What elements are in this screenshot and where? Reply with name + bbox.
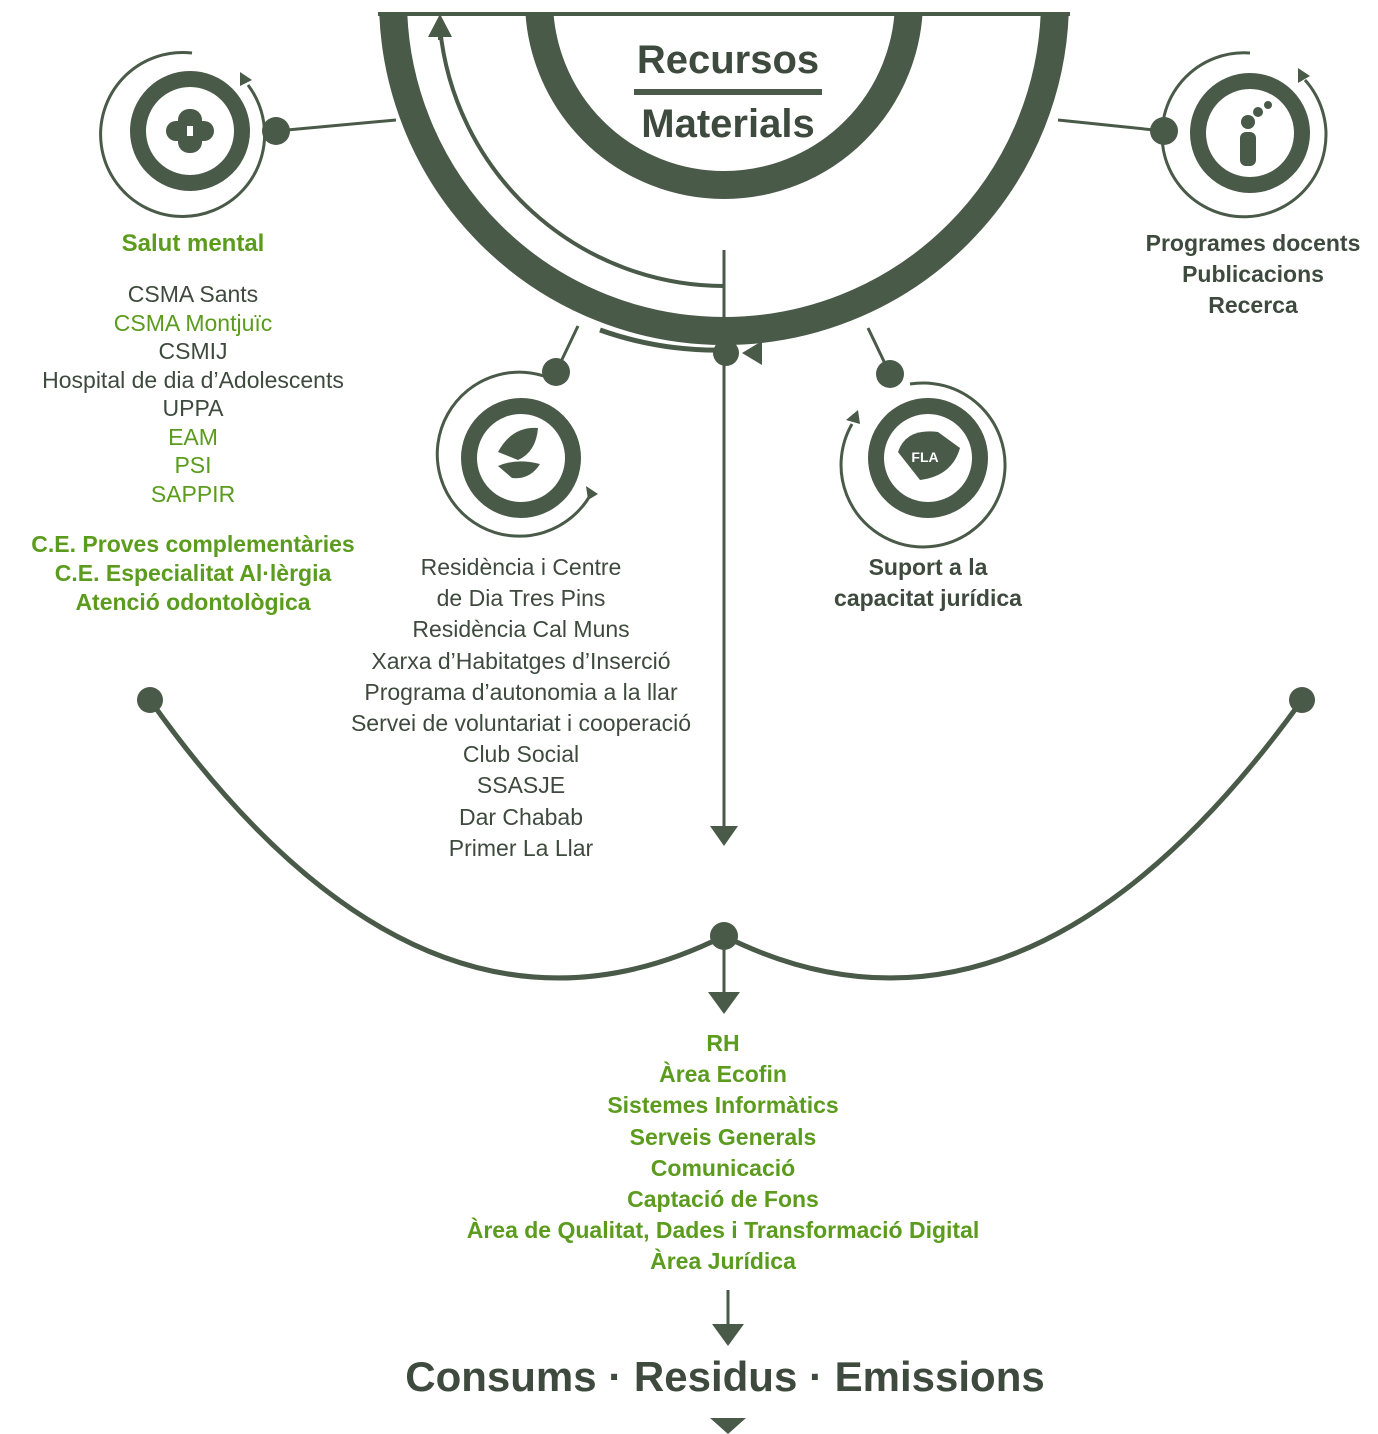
connector-dot: [1150, 117, 1178, 145]
suport-list: Suport a la capacitat jurídica: [790, 552, 1066, 614]
salut-service-item: SAPPIR: [150, 480, 236, 507]
up-arrow-icon: [428, 14, 452, 37]
connector-salut: [275, 118, 397, 133]
area-item: Sistemes Informàtics: [607, 1092, 839, 1119]
arc-end-dot-left: [137, 687, 163, 713]
programes-item: Publicacions: [1182, 261, 1324, 287]
area-item: Àrea de Qualitat, Dades i Transformació …: [466, 1217, 980, 1244]
junction-dot: [713, 340, 739, 366]
salut-title: Salut mental: [121, 230, 265, 257]
salut-service-item: PSI: [174, 452, 212, 478]
area-item: Captació de Fons: [627, 1186, 819, 1213]
salut-ce-item: C.E. Proves complementàries: [31, 531, 355, 557]
residencia-item: Primer La Llar: [448, 834, 594, 861]
middle-arc: [438, 27, 725, 288]
area-item: Àrea Ecofin: [659, 1061, 787, 1088]
connector-dot: [876, 360, 904, 388]
bottom-arrow-icon: [710, 1418, 746, 1434]
area-item: Serveis Generals: [629, 1123, 817, 1150]
bottom-arc: [599, 327, 725, 353]
salut-service-item: CSMA Montjuïc: [113, 309, 273, 336]
salut-service-item: CSMIJ: [158, 338, 228, 364]
center-title-line2: Materials: [641, 102, 815, 146]
salut-service-item: UPPA: [162, 395, 224, 421]
programes-item: Programes docents: [1145, 230, 1361, 256]
leaf-icon: [435, 370, 598, 538]
suport-line: capacitat jurídica: [834, 585, 1022, 611]
salut-service-item: Hospital de dia d’Adolescents: [42, 366, 344, 393]
residencia-item: Programa d’autonomia a la llar: [364, 678, 678, 705]
inner-ring: [525, 14, 923, 199]
center-title-line1: Recursos: [636, 38, 820, 82]
down-arrow-icon: [710, 826, 738, 846]
area-item: Comunicació: [650, 1154, 796, 1181]
info-person-icon: [1160, 51, 1328, 219]
salut-ce-item: Atenció odontològica: [75, 589, 311, 615]
residencia-item: Residència i Centre: [420, 554, 622, 580]
down-arrow-icon: [708, 992, 740, 1014]
residencia-item: Club Social: [462, 741, 580, 768]
medical-cross-icon: [99, 50, 267, 218]
residencia-item: Xarxa d’Habitatges d’Inserció: [371, 647, 671, 674]
footer-title: Consums · Residus · Emissions: [405, 1353, 1045, 1400]
salut-ce-item: C.E. Especialitat Al·lèrgia: [54, 560, 332, 586]
salut-service-item: CSMA Sants: [127, 281, 259, 307]
connector-programes: [1057, 118, 1165, 133]
salut-service-item: EAM: [168, 423, 218, 450]
arc-end-dot-right: [1289, 687, 1315, 713]
suport-line: Suport a la: [868, 554, 988, 580]
residencia-item: SSASJE: [476, 772, 566, 799]
residencia-item: Residència Cal Muns: [412, 616, 630, 643]
left-arrow-icon: [742, 341, 762, 365]
programes-item: Recerca: [1208, 292, 1298, 318]
fla-logo-text: FLA: [911, 449, 938, 465]
area-item: Àrea Jurídica: [650, 1248, 796, 1275]
residencia-item: de Dia Tres Pins: [436, 585, 606, 612]
connector-dot: [262, 117, 290, 145]
residencia-item: Dar Chabab: [458, 803, 584, 830]
fla-leaf-icon: FLA: [839, 381, 1007, 549]
down-arrow-icon: [712, 1324, 744, 1346]
area-item: RH: [706, 1030, 740, 1056]
residencia-item: Servei de voluntariat i cooperació: [350, 710, 692, 737]
